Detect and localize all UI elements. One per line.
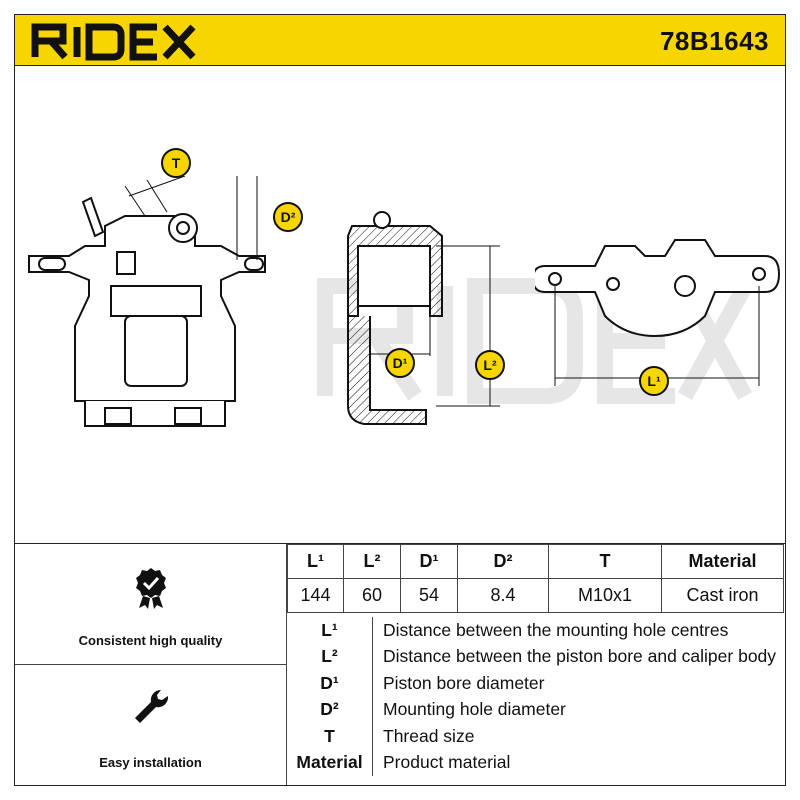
- legend-desc: Thread size: [383, 725, 475, 746]
- dimension-legend: L¹ Distance between the mounting hole cen…: [287, 617, 776, 776]
- checkmark-badge-icon: [135, 568, 166, 609]
- badge-d2: D²: [273, 202, 303, 232]
- legend-row: D¹ Piston bore diameter: [287, 670, 776, 697]
- legend-desc: Piston bore diameter: [383, 672, 545, 693]
- legend-row: T Thread size: [287, 723, 776, 750]
- badge-t: T: [161, 148, 191, 178]
- spec-header-d1: D¹: [400, 544, 458, 579]
- spec-value-material: Cast iron: [661, 578, 784, 613]
- spec-table-header-row: L¹ L² D¹ D² T Material: [287, 544, 784, 579]
- legend-key: T: [287, 723, 373, 750]
- spec-header-l2: L²: [343, 544, 401, 579]
- feature-quality: Consistent high quality: [15, 566, 286, 648]
- spec-value-d1: 54: [400, 578, 458, 613]
- spec-table-value-row: 144 60 54 8.4 M10x1 Cast iron: [287, 578, 784, 613]
- spec-header-material: Material: [661, 544, 784, 579]
- badge-l2: L²: [475, 350, 505, 380]
- legend-key: D¹: [287, 670, 373, 697]
- legend-key: L¹: [287, 617, 373, 644]
- wrench-icon: [134, 689, 168, 723]
- spec-table: L¹ L² D¹ D² T Material 144 60 54 8.4 M10…: [287, 544, 784, 613]
- caliper-front-view: [28, 176, 266, 427]
- spec-value-l1: 144: [287, 578, 344, 613]
- spec-value-d2: 8.4: [457, 578, 549, 613]
- legend-desc: Product material: [383, 752, 511, 773]
- legend-desc: Mounting hole diameter: [383, 699, 566, 720]
- spec-value-l2: 60: [343, 578, 401, 613]
- info-panel: Consistent high quality Easy installatio…: [14, 543, 786, 786]
- badge-l1: L¹: [639, 366, 669, 396]
- caliper-section-view: [347, 211, 500, 425]
- legend-desc: Distance between the mounting hole centr…: [383, 619, 729, 640]
- legend-row: Material Product material: [287, 749, 776, 776]
- part-number: 78B1643: [659, 26, 769, 56]
- spec-header-l1: L¹: [287, 544, 344, 579]
- legend-row: L¹ Distance between the mounting hole cen…: [287, 617, 776, 644]
- spec-header-t: T: [548, 544, 662, 579]
- legend-key: D²: [287, 696, 373, 723]
- badge-d1: D¹: [385, 348, 415, 378]
- feature-installation-label: Easy installation: [99, 755, 202, 770]
- ridex-logo-mark: [31, 23, 196, 61]
- header-bar: 78B1643: [14, 14, 786, 66]
- feature-installation: Easy installation: [15, 686, 286, 770]
- caliper-top-view: [535, 239, 781, 386]
- technical-drawing: T D² D¹ L²: [14, 66, 786, 543]
- legend-desc: Distance between the piston bore and cal…: [383, 646, 777, 667]
- legend-row: L² Distance between the piston bore and c…: [287, 643, 777, 670]
- spec-header-d2: D²: [457, 544, 549, 579]
- legend-row: D² Mounting hole diameter: [287, 696, 776, 723]
- spec-value-t: M10x1: [548, 578, 662, 613]
- legend-key: L²: [287, 643, 373, 670]
- feature-quality-label: Consistent high quality: [78, 633, 223, 648]
- legend-key: Material: [287, 749, 373, 776]
- brand-logo: [29, 21, 199, 66]
